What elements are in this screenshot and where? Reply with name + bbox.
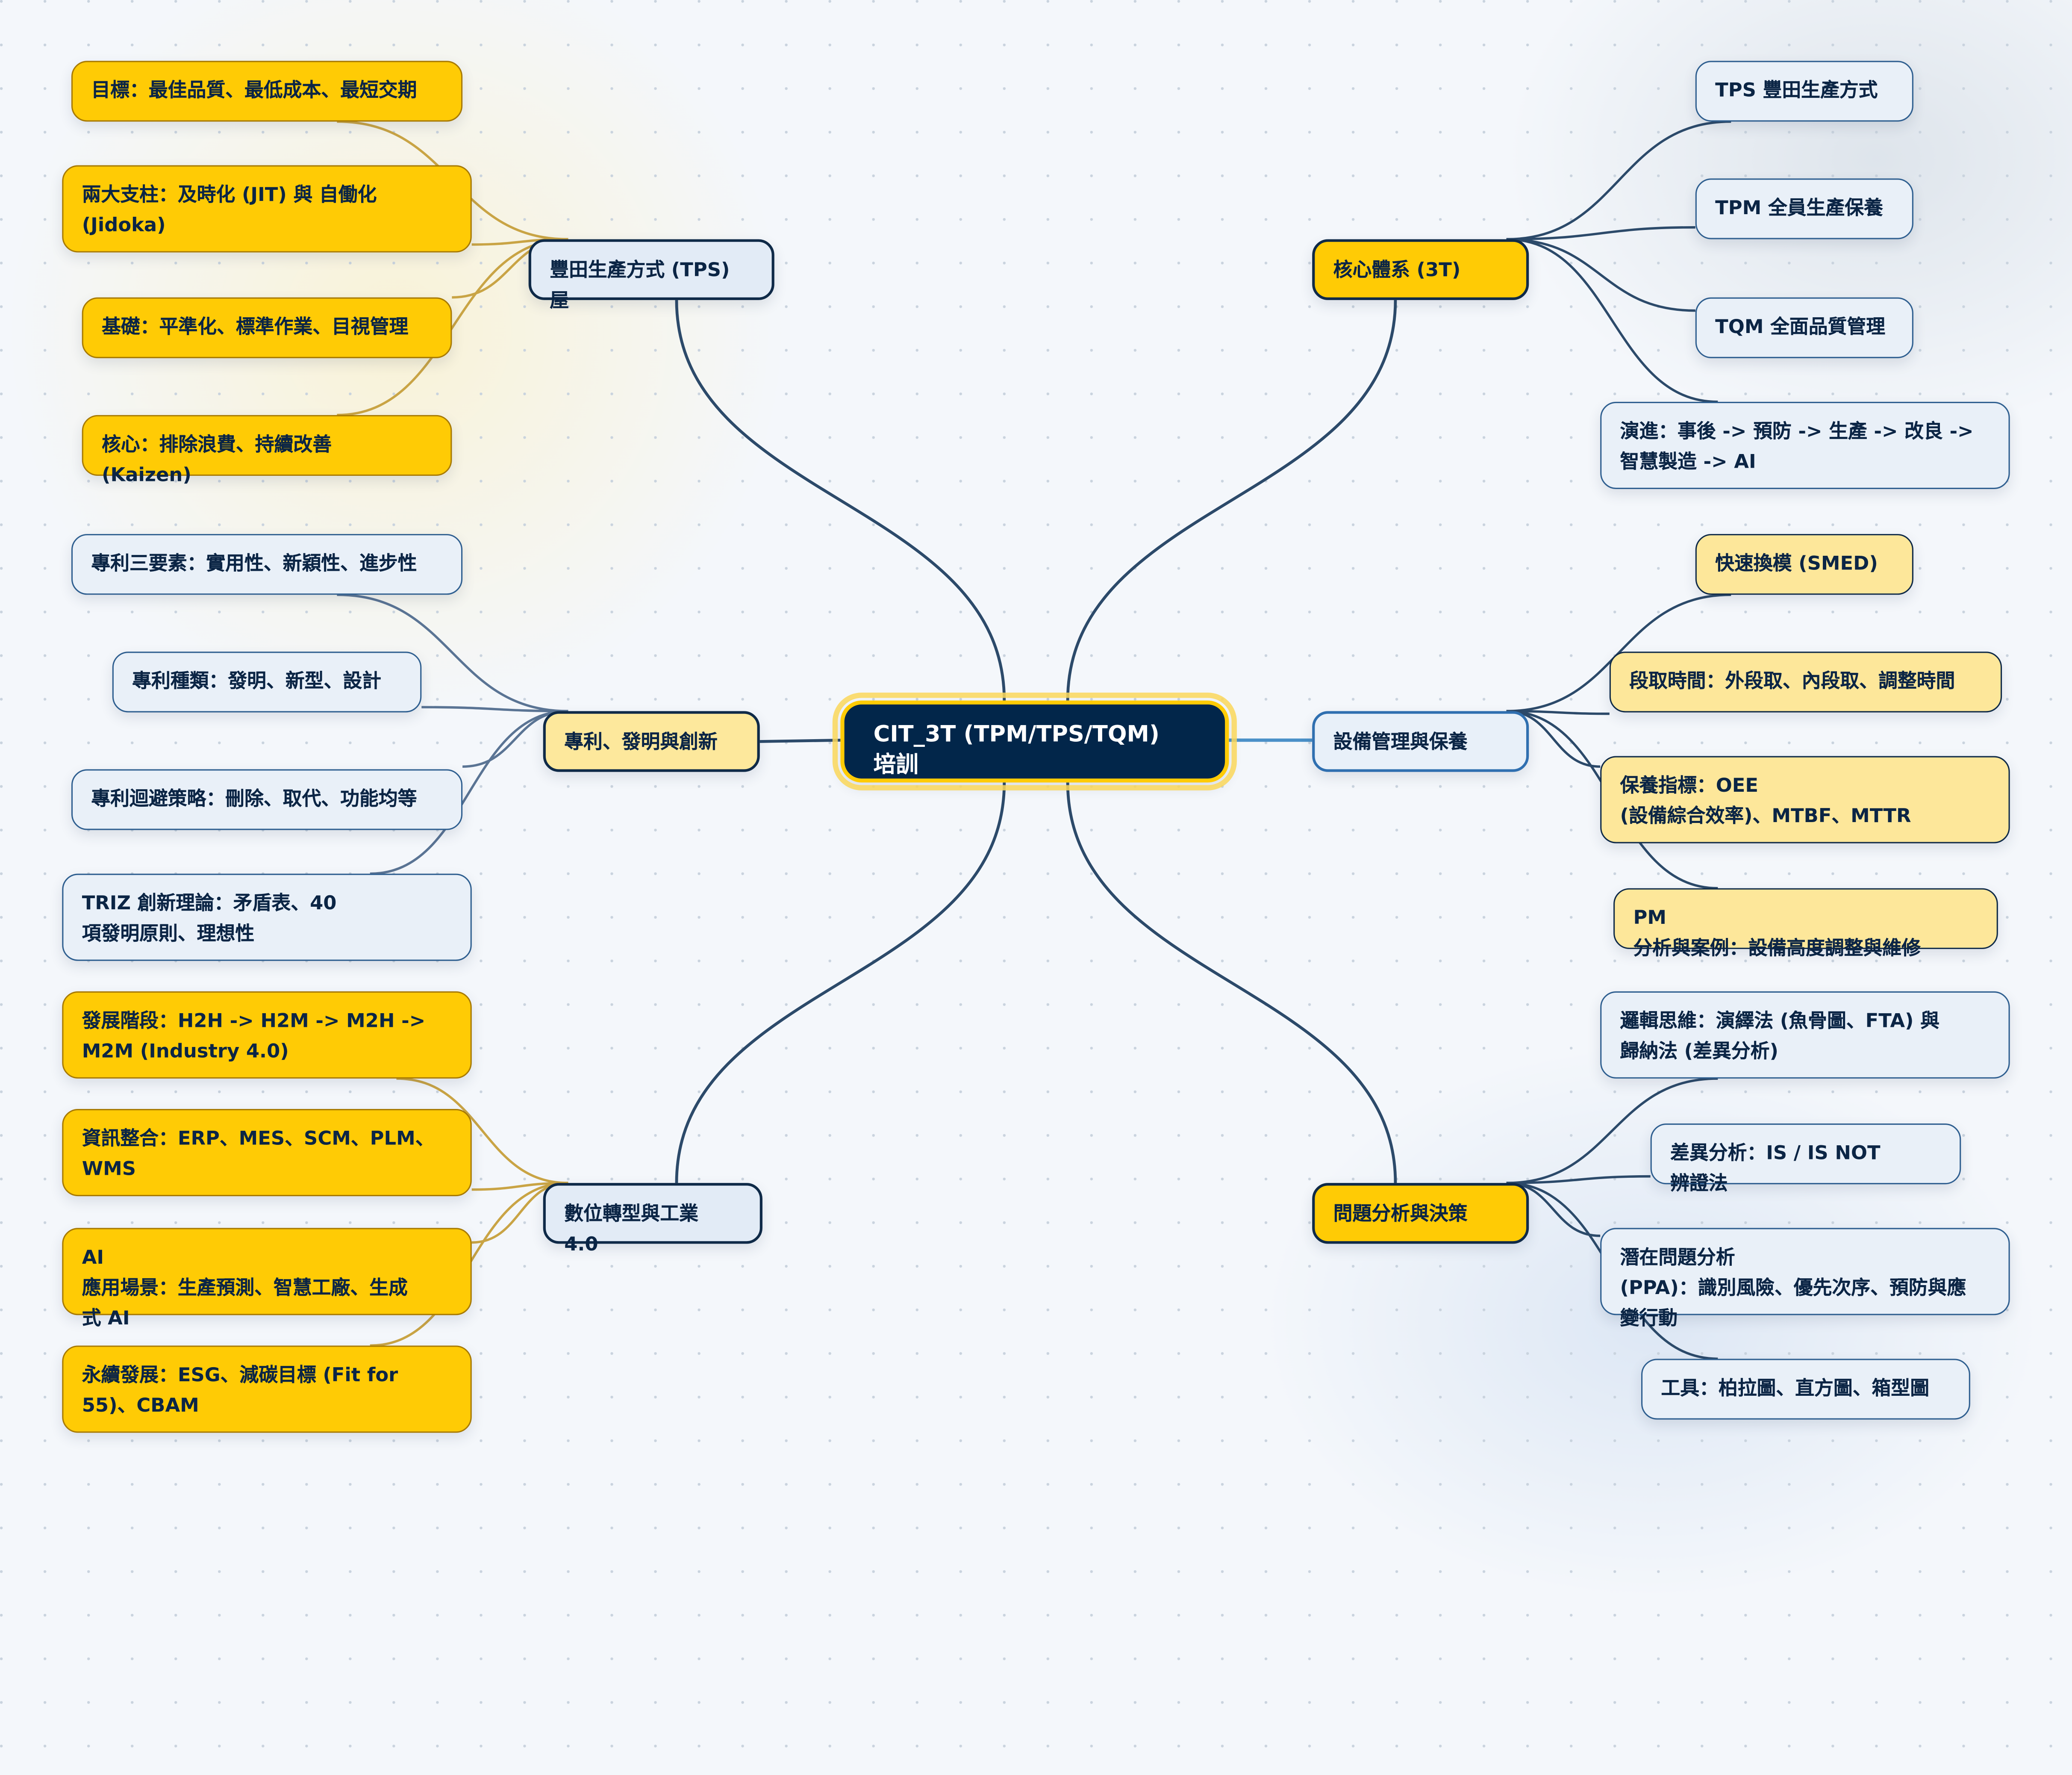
edge-leaf-1-0 xyxy=(1506,120,1731,241)
leaf-patent-triz[interactable]: TRIZ 創新理論：矛盾表、40 項發明原則、理想性 xyxy=(62,873,472,961)
branch-problem[interactable]: 問題分析與決策 xyxy=(1312,1183,1529,1244)
edge-leaf-1-2 xyxy=(1506,238,1695,312)
branch-digital[interactable]: 數位轉型與工業 4.0 xyxy=(543,1183,762,1256)
branch-tps[interactable]: 豐田生產方式 (TPS) 屋 xyxy=(528,239,774,312)
leaf-equip-indicators[interactable]: 保養指標：OEE (設備綜合效率)、MTBF、MTTR xyxy=(1600,756,2010,843)
edge-root-problem xyxy=(1066,782,1397,1183)
branch-equipment[interactable]: 設備管理與保養 xyxy=(1312,711,1529,772)
leaf-3t-evolution[interactable]: 演進：事後 -> 預防 -> 生產 -> 改良 -> 智慧製造 -> AI xyxy=(1600,401,2010,489)
leaf-equip-setup-time[interactable]: 段取時間：外段取、內段取、調整時間 xyxy=(1609,652,2002,713)
edge-root-core xyxy=(1066,300,1397,701)
leaf-equip-smed[interactable]: 快速換模 (SMED) xyxy=(1695,534,1913,595)
leaf-3t-tpm[interactable]: TPM 全員生產保養 xyxy=(1695,178,1913,239)
edge-leaf-4-1 xyxy=(471,1182,568,1191)
leaf-problem-is-isnot[interactable]: 差異分析：IS / IS NOT 辨證法 xyxy=(1650,1123,1961,1195)
edge-leaf-2-3 xyxy=(370,710,568,875)
leaf-digital-sustainability[interactable]: 永續發展：ESG、減碳目標 (Fit for 55)、CBAM xyxy=(62,1345,472,1433)
leaf-patent-avoidance[interactable]: 專利迴避策略：刪除、取代、功能均等 xyxy=(71,769,463,830)
edge-root-patent xyxy=(759,739,841,743)
leaf-digital-ai[interactable]: AI 應用場景：生產預測、智慧工廠、生成 式 AI xyxy=(62,1228,472,1330)
edge-leaf-1-3 xyxy=(1506,238,1718,403)
leaf-equip-pm[interactable]: PM 分析與案例：設備高度調整與維修 xyxy=(1613,888,1998,960)
leaf-patent-elements[interactable]: 專利三要素：實用性、新穎性、進步性 xyxy=(71,534,463,595)
leaf-tps-foundation[interactable]: 基礎：平準化、標準作業、目視管理 xyxy=(82,297,452,358)
edge-leaf-2-1 xyxy=(421,706,568,713)
edge-leaf-3-1 xyxy=(1506,710,1610,715)
leaf-digital-stages[interactable]: 發展階段：H2H -> H2M -> M2H -> M2M (Industry … xyxy=(62,991,472,1079)
leaf-tps-goal[interactable]: 目標：最佳品質、最低成本、最短交期 xyxy=(71,61,463,122)
edge-leaf-0-3 xyxy=(337,238,568,416)
branch-patent[interactable]: 專利、發明與創新 xyxy=(543,711,760,772)
leaf-digital-integration[interactable]: 資訊整合：ERP、MES、SCM、PLM、WMS xyxy=(62,1109,472,1197)
edge-root-digital xyxy=(675,782,1006,1183)
edge-leaf-4-0 xyxy=(396,1077,568,1184)
leaf-tps-core[interactable]: 核心：排除浪費、持續改善 (Kaizen) xyxy=(82,415,452,487)
branch-core-3t[interactable]: 核心體系 (3T) xyxy=(1312,239,1529,300)
root-node[interactable]: CIT_3T (TPM/TPS/TQM) 培訓 xyxy=(832,693,1237,790)
leaf-problem-tools[interactable]: 工具：柏拉圖、直方圖、箱型圖 xyxy=(1641,1359,1970,1420)
leaf-problem-ppa[interactable]: 潛在問題分析 (PPA)：識別風險、優先次序、預防與應 變行動 xyxy=(1600,1228,2010,1330)
leaf-patent-types[interactable]: 專利種類：發明、新型、設計 xyxy=(112,652,422,713)
leaf-3t-tps[interactable]: TPS 豐田生產方式 xyxy=(1695,61,1913,122)
edge-leaf-2-0 xyxy=(337,593,568,713)
edge-leaf-5-0 xyxy=(1506,1077,1718,1184)
leaf-tps-pillars[interactable]: 兩大支柱：及時化 (JIT) 與 自働化 (Jidoka) xyxy=(62,165,472,253)
edge-leaf-1-1 xyxy=(1506,226,1695,241)
edge-root-tps xyxy=(675,300,1006,701)
edge-leaf-5-1 xyxy=(1506,1175,1651,1184)
leaf-3t-tqm[interactable]: TQM 全面品質管理 xyxy=(1695,297,1913,358)
leaf-problem-logic[interactable]: 邏輯思維：演繹法 (魚骨圖、FTA) 與 歸納法 (差異分析) xyxy=(1600,991,2010,1079)
